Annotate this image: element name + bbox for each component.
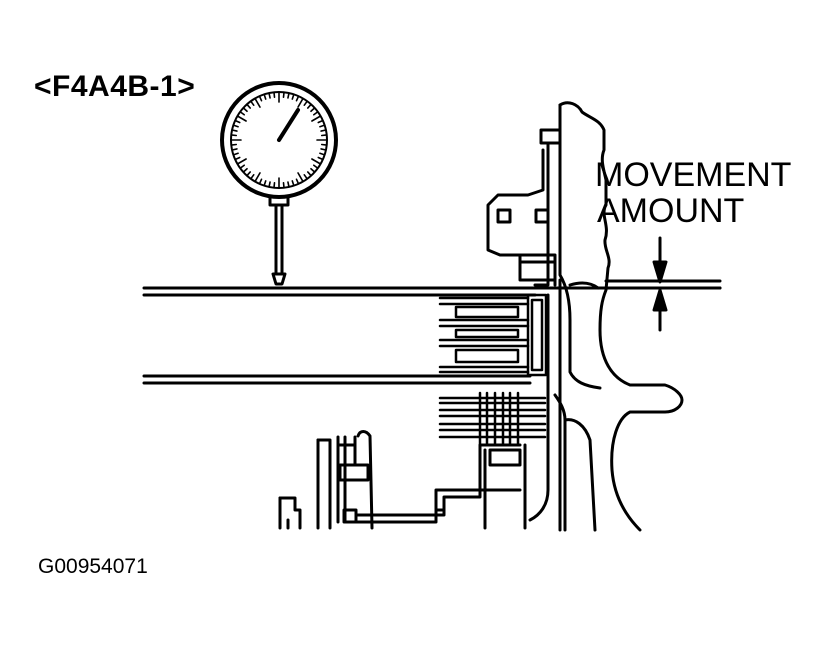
dial-tick bbox=[306, 171, 312, 177]
dial-tick bbox=[297, 172, 304, 183]
dial-tick bbox=[295, 95, 300, 102]
dial-tick bbox=[258, 95, 263, 102]
dial-tick bbox=[236, 158, 247, 165]
dial-tick bbox=[297, 97, 304, 108]
dial-tick bbox=[319, 124, 326, 128]
dial-tick bbox=[310, 167, 316, 173]
dial-tick bbox=[320, 143, 328, 146]
dial-tick bbox=[311, 158, 322, 165]
dial-tick bbox=[287, 92, 290, 99]
dial-tick bbox=[263, 180, 267, 187]
dial-tick bbox=[273, 91, 276, 99]
dial-tick bbox=[242, 167, 248, 173]
dial-tick bbox=[249, 100, 255, 107]
dial-tick bbox=[303, 100, 309, 107]
dial-tick bbox=[319, 152, 326, 156]
dial-tick bbox=[268, 92, 271, 99]
dial-tick bbox=[268, 181, 271, 188]
dial-tick bbox=[254, 172, 261, 183]
dial-tick bbox=[230, 134, 238, 137]
dial-ticks bbox=[230, 91, 328, 189]
dial-tick bbox=[234, 156, 241, 161]
dial-tick bbox=[282, 91, 285, 99]
dial-tick bbox=[273, 181, 276, 189]
dial-tick bbox=[291, 93, 295, 100]
dial-tick bbox=[312, 164, 319, 170]
dial-tick bbox=[249, 173, 255, 180]
movement-arrow-down-icon bbox=[652, 236, 668, 284]
dial-tick bbox=[254, 97, 261, 108]
figure-id: G00954071 bbox=[38, 555, 148, 578]
dial-tick bbox=[242, 107, 248, 113]
dial-tick bbox=[317, 119, 324, 124]
dial-tick bbox=[303, 173, 309, 180]
dial-tick bbox=[263, 93, 267, 100]
dial-tick bbox=[246, 171, 252, 177]
dial-tick bbox=[231, 148, 238, 151]
dial-tick bbox=[230, 143, 238, 146]
dial-tick bbox=[236, 115, 247, 122]
movement-annotation-line2: AMOUNT bbox=[597, 192, 745, 230]
dial-tick bbox=[306, 103, 312, 109]
dial-tick bbox=[232, 124, 239, 128]
dial-tick bbox=[239, 164, 246, 170]
upper-clutch-pack bbox=[438, 293, 548, 377]
dial-tick bbox=[311, 115, 322, 122]
dial-tick bbox=[295, 178, 300, 185]
transmission-case bbox=[528, 101, 684, 532]
dial-tick bbox=[310, 107, 316, 113]
dial-tick bbox=[246, 103, 252, 109]
model-label: <F4A4B-1> bbox=[34, 70, 196, 103]
dial-tick bbox=[258, 178, 263, 185]
lower-clutch-pack bbox=[438, 391, 547, 447]
movement-arrow-up-icon bbox=[652, 288, 668, 332]
lower-drum bbox=[278, 430, 527, 530]
dial-tick bbox=[312, 110, 319, 116]
dial-tick bbox=[287, 181, 290, 188]
dial-tick bbox=[320, 129, 327, 132]
dial-tick bbox=[282, 181, 285, 189]
piston-retainer bbox=[486, 128, 562, 287]
middle-shaft bbox=[142, 374, 532, 385]
movement-annotation-line1: MOVEMENT bbox=[595, 156, 792, 194]
gauge-needle bbox=[277, 108, 300, 142]
dial-tick bbox=[234, 119, 241, 124]
dial-tick bbox=[291, 180, 295, 187]
dial-tick bbox=[320, 148, 327, 151]
dial-tick bbox=[317, 156, 324, 161]
dial-gauge-icon bbox=[220, 81, 338, 286]
dial-tick bbox=[320, 134, 328, 137]
dial-tick bbox=[239, 110, 246, 116]
dial-tick bbox=[232, 152, 239, 156]
dial-tick bbox=[231, 129, 238, 132]
